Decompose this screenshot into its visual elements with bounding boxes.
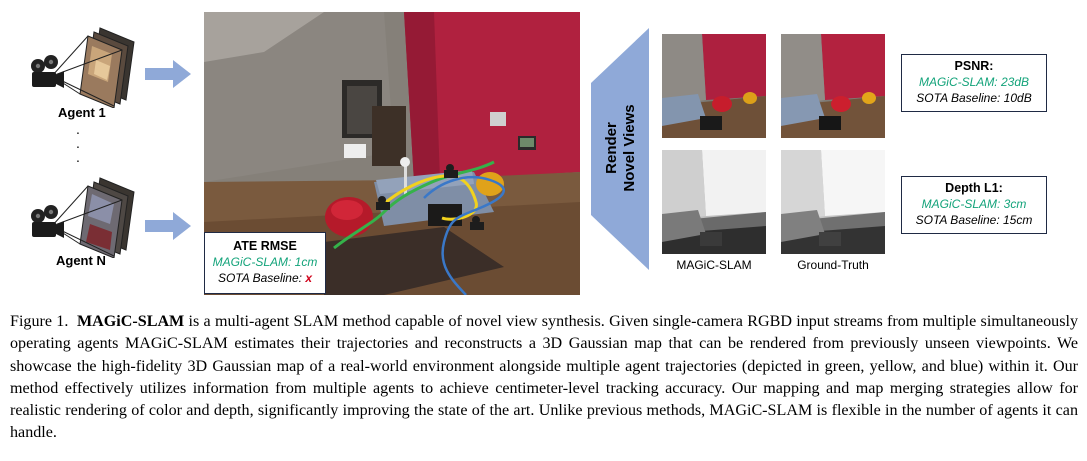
ate-rmse-title: ATE RMSE	[233, 239, 297, 253]
psnr-baseline: SOTA Baseline: 10dB	[916, 91, 1032, 105]
depth-ground-truth	[781, 150, 885, 254]
caption-text: is a multi-agent SLAM method capable of …	[10, 313, 1079, 442]
ate-rmse-box: ATE RMSE MAGiC-SLAM: 1cm SOTA Baseline: …	[204, 232, 326, 294]
depth-l1-baseline: SOTA Baseline: 15cm	[915, 213, 1033, 227]
rgb-render-ours	[662, 34, 766, 138]
agent-n-camera-icon	[31, 177, 135, 258]
render-trapezoid	[591, 28, 649, 270]
depth-l1-box: Depth L1: MAGiC-SLAM: 3cm SOTA Baseline:…	[901, 176, 1047, 234]
agent-1-label: Agent 1	[58, 105, 106, 120]
agents-ellipsis: ···	[75, 127, 81, 170]
depth-l1-ours: MAGiC-SLAM: 3cm	[921, 197, 1027, 211]
render-label-line2: Novel Views	[621, 104, 638, 192]
psnr-ours: MAGiC-SLAM: 23dB	[918, 75, 1030, 89]
psnr-box: PSNR: MAGiC-SLAM: 23dB SOTA Baseline: 10…	[901, 54, 1047, 112]
caption-paragraph: Figure 1. MAGiC-SLAM is a multi-agent SL…	[10, 311, 1078, 445]
render-label: Render Novel Views	[603, 104, 639, 191]
render-label-line1: Render	[603, 122, 620, 174]
caption-method-name: MAGiC-SLAM	[76, 313, 185, 330]
depth-render-ours	[662, 150, 766, 254]
ate-rmse-baseline-value: x	[305, 271, 313, 285]
trajectory-camera-icon	[376, 164, 484, 230]
figure-caption: Figure 1. MAGiC-SLAM is a multi-agent SL…	[10, 311, 1078, 445]
agent-1-right-arrow-icon	[145, 60, 191, 88]
agent-n-label: Agent N	[56, 253, 106, 268]
agent-1-camera-icon	[31, 27, 135, 108]
render-label-wrap: Render Novel Views	[596, 92, 646, 204]
caption-ground-truth: Ground-Truth	[797, 258, 869, 272]
ate-rmse-baseline-label: SOTA Baseline:	[217, 271, 302, 285]
ate-rmse-baseline: SOTA Baseline: x	[205, 270, 325, 286]
depth-l1-title: Depth L1:	[945, 181, 1003, 195]
caption-ours: MAGiC-SLAM	[676, 258, 752, 272]
agent-n-right-arrow-icon	[145, 212, 191, 240]
rgb-ground-truth	[781, 34, 885, 138]
psnr-title: PSNR:	[954, 59, 994, 73]
caption-fig-label: Figure 1.	[10, 313, 69, 330]
ate-rmse-ours: MAGiC-SLAM: 1cm	[212, 255, 318, 269]
